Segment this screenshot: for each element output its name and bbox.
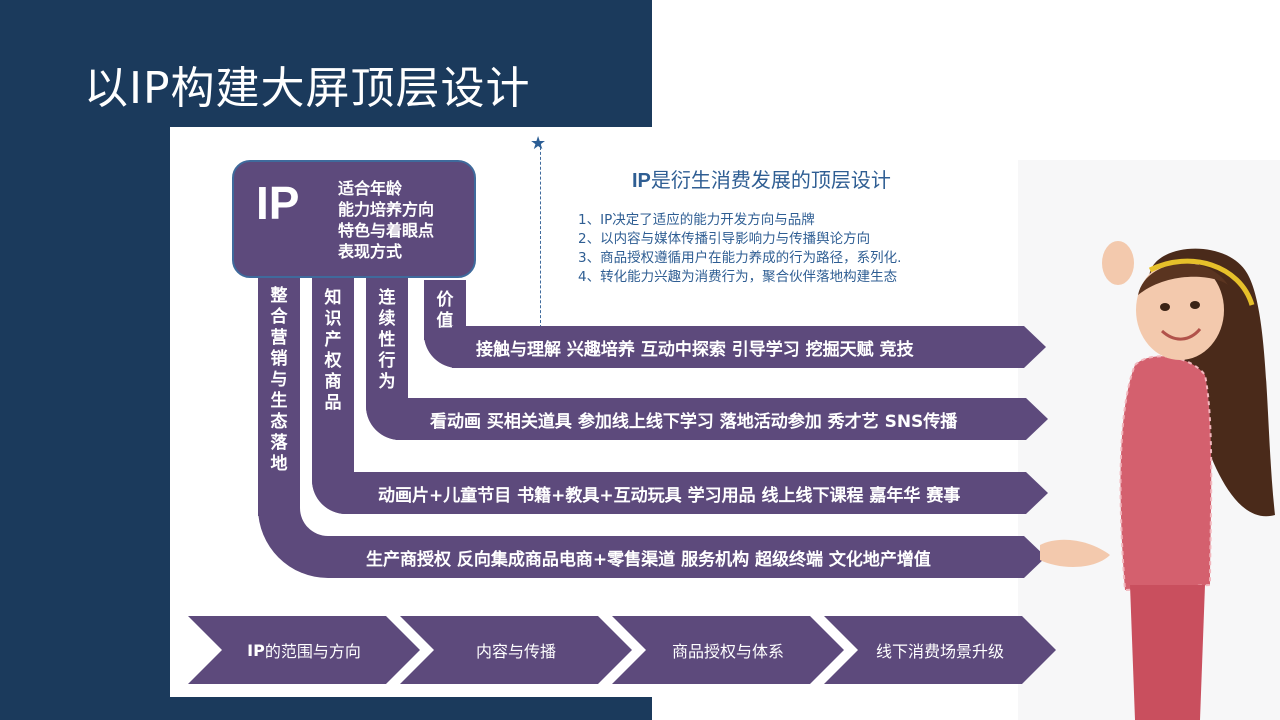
slide-title: 以IP构建大屏顶层设计 <box>84 63 531 114</box>
star-icon: ★ <box>530 133 547 154</box>
step-offline: 线下消费场景升级 <box>824 616 1056 684</box>
column-label: 价值 <box>436 290 454 331</box>
column-value: 价值 <box>424 280 466 340</box>
ip-attribute: 能力培养方向 <box>338 200 435 219</box>
ip-attributes: 适合年龄 能力培养方向 特色与着眼点 表现方式 <box>338 178 434 262</box>
point-item: 2、以内容与媒体传播引导影响力与传播舆论方向 <box>578 231 871 247</box>
ip-attribute: 表现方式 <box>338 242 403 261</box>
heading-prefix: IP <box>632 170 651 192</box>
column-continuous-behavior: 连续性行为 <box>366 278 408 396</box>
point-item: 3、商品授权遵循用户在能力养成的行为路径，系列化. <box>578 250 902 266</box>
section-heading: IP是衍生消费发展的顶层设计 <box>632 164 891 193</box>
point-list: 1、IP决定了适应的能力开发方向与品牌 2、以内容与媒体传播引导影响力与传播舆论… <box>578 211 901 287</box>
step-label: 商品授权与体系 <box>671 642 784 661</box>
column-ecosystem: 整合营销与生态落地 <box>258 276 300 516</box>
column-label: 知识产权商品 <box>324 288 342 413</box>
band-text: 动画片+儿童节目 书籍+教具+互动玩具 学习用品 线上线下课程 嘉年华 赛事 <box>378 485 961 506</box>
step-prefix: IP <box>247 640 265 660</box>
step-label: 内容与传播 <box>475 642 556 661</box>
heading-rest: 是衍生消费发展的顶层设计 <box>650 168 891 192</box>
band-text: 接触与理解 兴趣培养 互动中探索 引导学习 挖掘天赋 竞技 <box>476 339 914 360</box>
ip-box: IP 适合年龄 能力培养方向 特色与着眼点 表现方式 <box>232 160 476 278</box>
column-ip-products: 知识产权商品 <box>312 278 354 458</box>
band-products: 动画片+儿童节目 书籍+教具+互动玩具 学习用品 线上线下课程 嘉年华 赛事 <box>344 472 1048 514</box>
step-label: 线下消费场景升级 <box>875 642 1004 661</box>
ip-label: IP <box>256 177 300 229</box>
band-text: 生产商授权 反向集成商品电商+零售渠道 服务机构 超级终端 文化地产增值 <box>366 549 931 570</box>
step-content: 内容与传播 <box>400 616 632 684</box>
band-behavior: 看动画 买相关道具 参加线上线下学习 落地活动参加 秀才艺 SNS传播 <box>396 398 1048 440</box>
ip-attribute: 适合年龄 <box>338 179 403 198</box>
band-value: 接触与理解 兴趣培养 互动中探索 引导学习 挖掘天赋 竞技 <box>452 326 1046 368</box>
band-text: 看动画 买相关道具 参加线上线下学习 落地活动参加 秀才艺 SNS传播 <box>430 411 958 432</box>
column-label: 整合营销与生态落地 <box>270 286 288 474</box>
ip-attribute: 特色与着眼点 <box>338 221 435 240</box>
column-label: 连续性行为 <box>378 288 396 392</box>
dashed-guide-line <box>540 142 541 328</box>
point-item: 1、IP决定了适应的能力开发方向与品牌 <box>578 212 815 228</box>
point-item: 4、转化能力兴趣为消费行为，聚合伙伴落地构建生态 <box>578 269 898 285</box>
girl-illustration <box>1040 241 1275 720</box>
band-ecosystem: 生产商授权 反向集成商品电商+零售渠道 服务机构 超级终端 文化地产增值 <box>340 536 1046 578</box>
step-licensing: 商品授权与体系 <box>612 616 844 684</box>
step-label: 的范围与方向 <box>264 642 361 661</box>
